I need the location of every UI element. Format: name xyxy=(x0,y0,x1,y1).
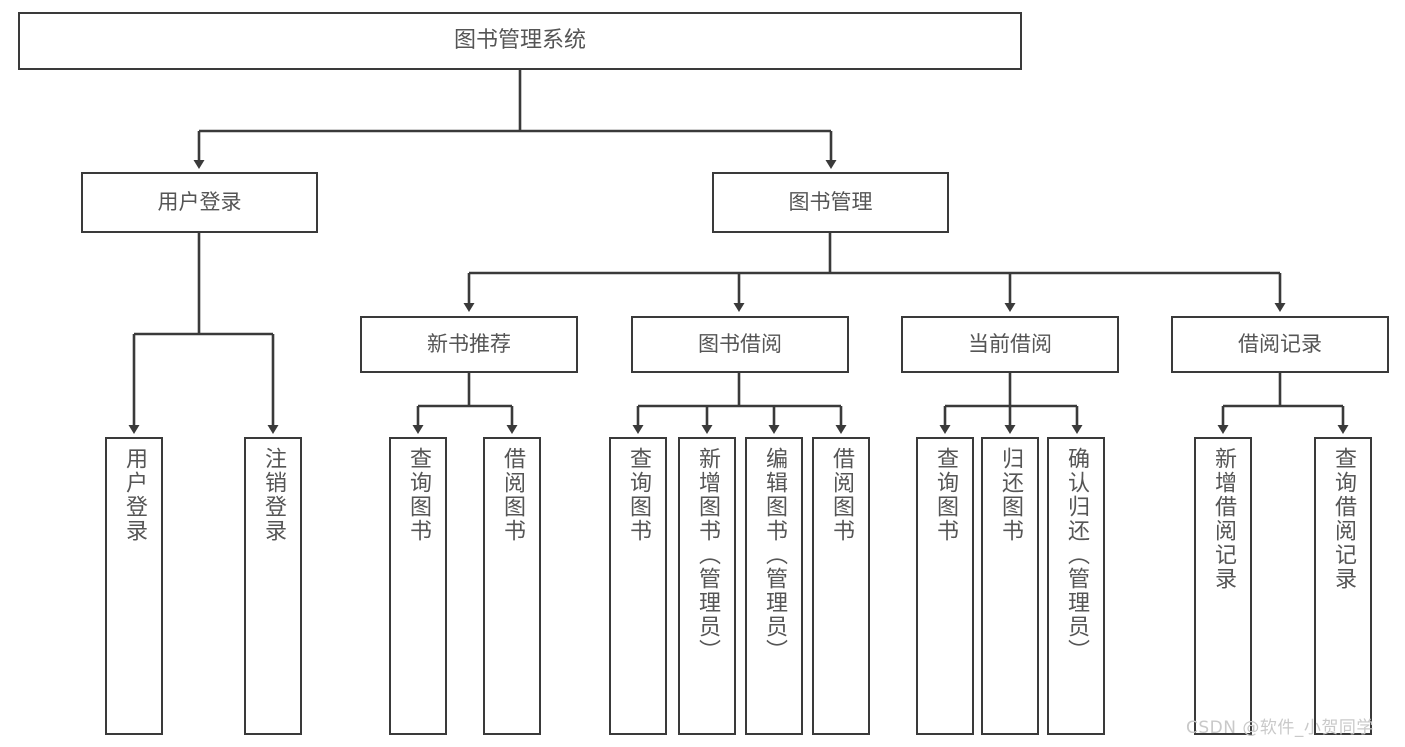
node-label: 查询图书 xyxy=(933,447,958,543)
node-label: 新书推荐 xyxy=(427,332,511,357)
leaf-logout-login[interactable]: 注销登录 xyxy=(244,437,302,735)
node-label: 图书管理 xyxy=(788,190,873,215)
leaf-query-book-current[interactable]: 查询图书 xyxy=(916,437,974,735)
node-label: 归还图书 xyxy=(998,447,1023,543)
node-label: 确认归还（管理员） xyxy=(1064,447,1089,663)
node-label: 查询图书 xyxy=(406,447,431,543)
node-current-borrow[interactable]: 当前借阅 xyxy=(901,316,1119,373)
node-label: 查询图书 xyxy=(626,447,651,543)
leaf-query-borrow-record[interactable]: 查询借阅记录 xyxy=(1314,437,1372,735)
leaf-borrow-book[interactable]: 借阅图书 xyxy=(812,437,870,735)
node-label: 注销登录 xyxy=(261,447,286,543)
node-book-borrow[interactable]: 图书借阅 xyxy=(631,316,849,373)
node-root-system[interactable]: 图书管理系统 xyxy=(18,12,1022,70)
node-label: 用户登录 xyxy=(157,190,242,215)
node-label: 借阅图书 xyxy=(829,447,854,543)
leaf-add-borrow-record[interactable]: 新增借阅记录 xyxy=(1194,437,1252,735)
node-new-book-recommend[interactable]: 新书推荐 xyxy=(360,316,578,373)
node-label: 新增借阅记录 xyxy=(1211,447,1236,591)
node-label: 当前借阅 xyxy=(968,332,1052,357)
leaf-borrow-book-recommend[interactable]: 借阅图书 xyxy=(483,437,541,735)
node-label: 用户登录 xyxy=(122,447,147,543)
node-label: 新增图书（管理员） xyxy=(695,447,720,663)
leaf-return-book[interactable]: 归还图书 xyxy=(981,437,1039,735)
node-label: 借阅图书 xyxy=(500,447,525,543)
node-label: 图书借阅 xyxy=(698,332,782,357)
leaf-edit-book[interactable]: 编辑图书（管理员） xyxy=(745,437,803,735)
leaf-add-book[interactable]: 新增图书（管理员） xyxy=(678,437,736,735)
watermark-text: CSDN @软件_小贺同学 xyxy=(1186,718,1374,738)
node-label: 借阅记录 xyxy=(1238,332,1322,357)
node-user-login[interactable]: 用户登录 xyxy=(81,172,318,233)
leaf-user-login[interactable]: 用户登录 xyxy=(105,437,163,735)
leaf-query-book-recommend[interactable]: 查询图书 xyxy=(389,437,447,735)
node-label: 编辑图书（管理员） xyxy=(762,447,787,663)
leaf-query-book-borrow[interactable]: 查询图书 xyxy=(609,437,667,735)
node-label: 图书管理系统 xyxy=(453,28,586,54)
node-label: 查询借阅记录 xyxy=(1331,447,1356,591)
node-book-manage[interactable]: 图书管理 xyxy=(712,172,949,233)
node-borrow-record[interactable]: 借阅记录 xyxy=(1171,316,1389,373)
leaf-confirm-return[interactable]: 确认归还（管理员） xyxy=(1047,437,1105,735)
